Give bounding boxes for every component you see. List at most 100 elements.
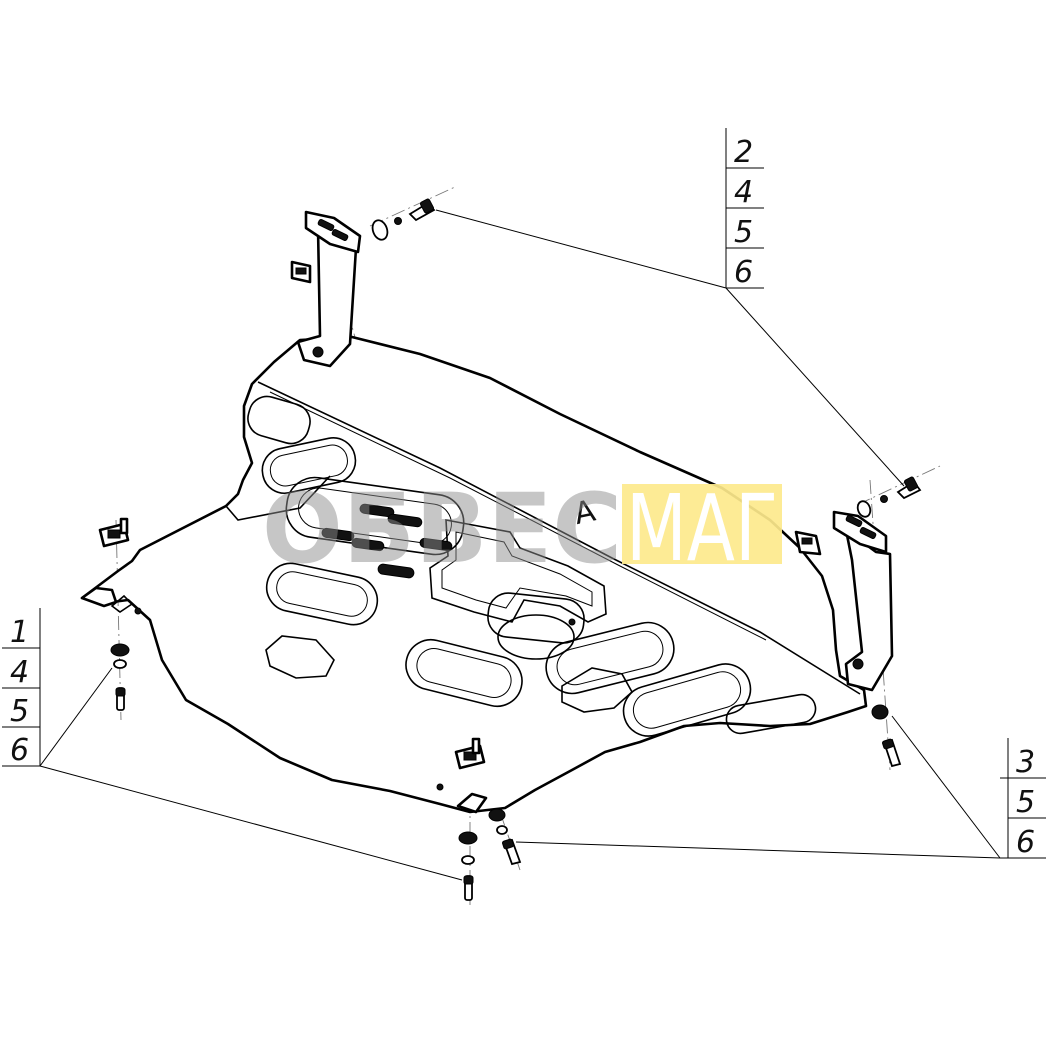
slot-rib-1 xyxy=(261,437,357,494)
bracket-right-slot-2 xyxy=(859,526,877,540)
callout-number: 6 xyxy=(10,733,29,768)
bracket-left-slot-1 xyxy=(317,218,335,232)
bolt-left-head xyxy=(115,687,126,697)
mounting-hole-left xyxy=(134,607,142,615)
slot-rib-1-inner xyxy=(269,444,348,487)
vent-hole-4 xyxy=(351,537,385,552)
vent-hole-6 xyxy=(377,563,415,579)
slot-rib-4 xyxy=(405,638,523,708)
bolt-centre-right-head xyxy=(502,838,514,850)
slot-stepped-recess-inner xyxy=(441,531,593,609)
clip-nut-centre-tab xyxy=(471,737,481,755)
callout-number: 6 xyxy=(1016,825,1035,860)
clip-nut-centre-slot xyxy=(463,751,477,761)
filter-access-bulge xyxy=(561,667,634,713)
vent-holes xyxy=(321,503,453,579)
spring-washer-left xyxy=(113,659,127,669)
bolt-top-head xyxy=(419,198,435,214)
clip-nut-left-slot xyxy=(295,267,307,275)
slot-rib-corner xyxy=(247,395,311,445)
leader-left-to-bolt xyxy=(39,667,113,767)
leader-lines xyxy=(39,209,1001,881)
clip-nut-left-front-slot xyxy=(107,529,121,539)
axis-line-left-bolt xyxy=(115,519,122,721)
washer-centre-right xyxy=(488,808,506,822)
slot-rib-3 xyxy=(265,562,379,626)
slot-rib-3-inner xyxy=(276,571,368,617)
front-access-hatch xyxy=(265,635,335,679)
bracket-left xyxy=(290,210,362,368)
slot-rib-6-inner xyxy=(556,630,664,686)
skid-plate xyxy=(80,335,868,814)
leader-bottom-right-to-bolt xyxy=(891,715,1001,859)
slot-rib-6 xyxy=(545,621,675,695)
front-ridge-inner xyxy=(269,391,767,641)
callout-number: 4 xyxy=(10,655,29,690)
bracket-left-arm xyxy=(296,226,358,368)
spring-washer-centre xyxy=(461,855,475,865)
leader-bottom-right-to-centre-bolt xyxy=(515,841,1001,859)
stamped-slots xyxy=(247,395,817,737)
bolt-right-head xyxy=(903,476,919,492)
callout-bottom-right: 3 5 6 xyxy=(1000,738,1046,860)
watermark-light-text: МАГ xyxy=(626,475,778,582)
slot-rib-5 xyxy=(487,592,585,644)
callout-number: 2 xyxy=(734,135,753,170)
clip-nut-right-slot xyxy=(801,537,813,545)
oil-drain-opening xyxy=(497,614,575,660)
leader-left-to-centre-bolt xyxy=(39,765,463,881)
slot-rib-2-inner xyxy=(298,487,452,545)
callout-number: 1 xyxy=(10,615,29,650)
left-flange xyxy=(225,475,331,521)
vent-hole-3 xyxy=(321,527,355,542)
callout-number: 4 xyxy=(734,175,753,210)
watermark-dark-text: ОБВЕС xyxy=(262,473,622,585)
washer-right xyxy=(856,500,872,518)
watermark: ОБВЕС МАГ xyxy=(262,473,782,585)
watermark-light-panel xyxy=(622,484,782,564)
vent-hole-1 xyxy=(359,503,395,518)
callout-number: 5 xyxy=(10,694,29,729)
left-front-tab xyxy=(80,586,118,608)
callout-number: 3 xyxy=(1016,745,1035,780)
bottom-front-tab xyxy=(456,792,488,814)
bracket-right xyxy=(794,510,894,692)
front-ridge xyxy=(257,381,861,695)
callout-top-right: 2 4 5 6 xyxy=(725,128,764,290)
bolt-right-lower-head xyxy=(882,738,894,750)
spring-washer-centre-right xyxy=(496,825,508,835)
bracket-left-hole xyxy=(312,346,324,358)
washer-right-lower xyxy=(871,704,889,720)
slot-rib-4-inner xyxy=(416,648,512,698)
slot-rib-8 xyxy=(725,693,817,735)
bracket-right-hole xyxy=(852,658,864,670)
leader-top-to-bolt xyxy=(435,209,727,289)
vent-hole-2 xyxy=(387,513,423,528)
washer-top xyxy=(371,219,389,241)
callout-left: 1 4 5 6 xyxy=(2,608,41,768)
axis-line-right-bolt xyxy=(856,465,941,506)
leader-top-to-right-bolt xyxy=(725,287,905,487)
bracket-left-slot-2 xyxy=(331,228,349,242)
washer-left xyxy=(110,643,130,657)
callout-number: 5 xyxy=(734,215,753,250)
spring-washer-top xyxy=(394,217,402,225)
callout-number: 5 xyxy=(1016,785,1035,820)
left-slot-tab xyxy=(110,594,134,613)
vent-hole-5 xyxy=(419,537,453,552)
fasteners xyxy=(98,198,922,901)
slot-rib-7-inner xyxy=(632,671,742,729)
clip-nut-left-front-tab xyxy=(119,517,129,535)
skid-plate-outline xyxy=(80,335,868,814)
axis-line-top-bolt xyxy=(369,186,456,227)
bolt-centre-head xyxy=(463,875,474,885)
slot-stepped-recess xyxy=(429,519,607,623)
bracket-right-slot-1 xyxy=(845,514,863,528)
callout-number: 6 xyxy=(734,255,753,290)
washer-centre xyxy=(458,831,478,845)
mounting-hole-centre xyxy=(568,618,576,626)
slot-rib-7 xyxy=(622,663,752,737)
mounting-hole-bottom xyxy=(436,783,444,791)
spring-washer-right xyxy=(880,495,888,503)
